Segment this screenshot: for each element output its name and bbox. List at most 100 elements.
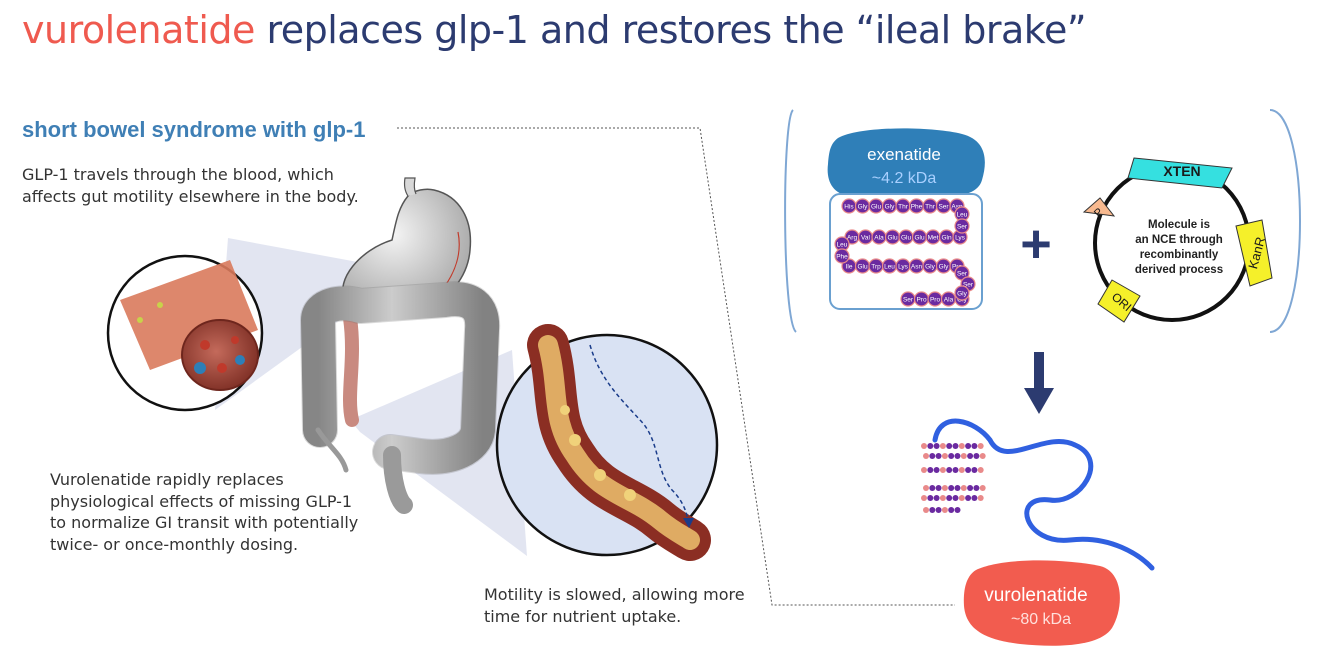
coil-bead xyxy=(923,453,929,459)
peptide-residue: Lys xyxy=(952,229,968,245)
residue-label: Ala xyxy=(874,234,884,241)
vurolenatide-text-line: to normalize GI transit with potentially xyxy=(50,513,359,532)
residue-label: Gly xyxy=(939,263,950,270)
residue-label: Ile xyxy=(846,263,853,270)
exenatide-label: exenatide xyxy=(867,145,941,164)
residue-bead xyxy=(834,248,850,264)
peptide-residue: Phe xyxy=(834,248,850,264)
residue-label: Gly xyxy=(925,263,936,270)
coil-bead xyxy=(941,453,948,459)
digestive-tract-illustration xyxy=(300,177,501,514)
residue-bead xyxy=(954,218,970,234)
coil-bead xyxy=(935,485,942,491)
title-rest: replaces glp-1 and restores the “ileal b… xyxy=(254,8,1087,52)
coil-bead xyxy=(967,453,974,459)
coil-bead xyxy=(979,453,986,459)
plasmid-text-line: an NCE through xyxy=(1135,234,1223,246)
vurolenatide-description: Vurolenatide rapidly replaces physiologi… xyxy=(50,469,358,555)
coil-bead xyxy=(979,485,986,491)
residue-label: Thr xyxy=(925,203,936,210)
vurolenatide-blob xyxy=(963,560,1120,646)
coil-bead xyxy=(927,443,934,449)
coil-bead xyxy=(921,443,927,449)
residue-label: Phe xyxy=(911,203,923,210)
residue-label: Ser xyxy=(938,203,949,210)
peptide-residue: Gly xyxy=(954,285,970,301)
glp1-text-line: affects gut motility elsewhere in the bo… xyxy=(22,186,359,206)
small-intestine-segment xyxy=(343,311,359,427)
peptide-residue: Ala xyxy=(871,229,887,245)
residue-label: Ser xyxy=(957,223,968,230)
residue-label: Trp xyxy=(871,263,881,270)
residue-label: Ala xyxy=(944,296,954,303)
coil-bead xyxy=(954,453,961,459)
coil-bead xyxy=(933,443,940,449)
coil-bead xyxy=(958,443,965,449)
coil-bead xyxy=(952,495,959,501)
coil-bead xyxy=(958,495,965,501)
residue-label: Lys xyxy=(898,263,909,270)
motility-description: Motility is slowed, allowing more time f… xyxy=(484,584,745,627)
coil-bead xyxy=(971,467,978,473)
coil-bead xyxy=(946,495,953,501)
rectum-shape xyxy=(383,446,413,514)
residue-label: Ser xyxy=(957,270,968,277)
large-intestine-outline xyxy=(300,281,501,475)
residue-label: Glu xyxy=(857,263,868,270)
peptide-residue: Ser xyxy=(954,265,970,281)
residue-label: Val xyxy=(861,234,870,241)
coil-bead xyxy=(977,443,984,449)
residue-label: Asn xyxy=(911,263,923,270)
coil-bead xyxy=(960,453,967,459)
residue-label: Leu xyxy=(957,211,968,218)
coil-bead xyxy=(939,467,946,473)
peptide-residue: Lys xyxy=(895,258,911,274)
coil-bead xyxy=(952,467,959,473)
peptide-residue: Ala xyxy=(940,291,957,307)
peptide-residue: Glu xyxy=(911,229,928,245)
ori-marker xyxy=(1097,279,1141,323)
plasmid-text-line: Molecule is xyxy=(1148,219,1210,231)
coil-bead xyxy=(927,467,934,473)
coil-bead xyxy=(933,467,940,473)
appendix-shape xyxy=(315,427,349,473)
glp1-text-line: GLP-1 travels through the blood, which xyxy=(22,165,334,184)
coil-bead xyxy=(973,485,980,491)
kanr-marker xyxy=(1235,219,1273,287)
peptide-residue: Gln xyxy=(938,229,955,245)
vurolenatide-text-line: twice- or once-monthly dosing. xyxy=(50,534,299,554)
coil-bead xyxy=(977,467,984,473)
coil-bead xyxy=(958,467,965,473)
residue-label: His xyxy=(844,203,854,210)
peptide-residue: Phe xyxy=(908,198,925,214)
exenatide-mass: ~4.2 kDa xyxy=(872,170,937,187)
coil-bead xyxy=(965,467,972,473)
plasmid-text-line: derived process xyxy=(1135,264,1223,276)
residue-label: Pro xyxy=(930,296,941,303)
coil-bead xyxy=(967,485,974,491)
coil-bead xyxy=(954,507,961,513)
residue-label: Gln xyxy=(941,234,952,241)
peptide-residue: His xyxy=(841,198,857,214)
coil-bead xyxy=(923,485,929,491)
coil-bead xyxy=(971,443,978,449)
peptide-residue: Gly xyxy=(922,258,938,274)
motility-text-line: Motility is slowed, allowing more xyxy=(484,585,745,604)
residue-label: Glu xyxy=(901,234,912,241)
bracket-left xyxy=(784,109,797,333)
peptide-residue: Pro xyxy=(913,291,930,307)
promoter-marker xyxy=(1082,197,1116,217)
residue-label: Gly xyxy=(885,203,896,210)
residue-label: Ser xyxy=(963,281,974,288)
residue-label: Asp xyxy=(951,203,963,210)
plasmid-diagram: XTEN KanR ORI P Molecule is an NCE throu… xyxy=(1082,157,1273,323)
large-intestine-shape xyxy=(301,282,500,474)
residue-label: Pro xyxy=(952,263,963,270)
coil-bead xyxy=(948,507,955,513)
coil-bead xyxy=(941,485,948,491)
vurolenatide-text-line: physiological effects of missing GLP-1 xyxy=(50,491,353,511)
peptide-residue: Val xyxy=(857,229,874,245)
coil-bead xyxy=(929,507,936,513)
coil-bead xyxy=(929,485,936,491)
